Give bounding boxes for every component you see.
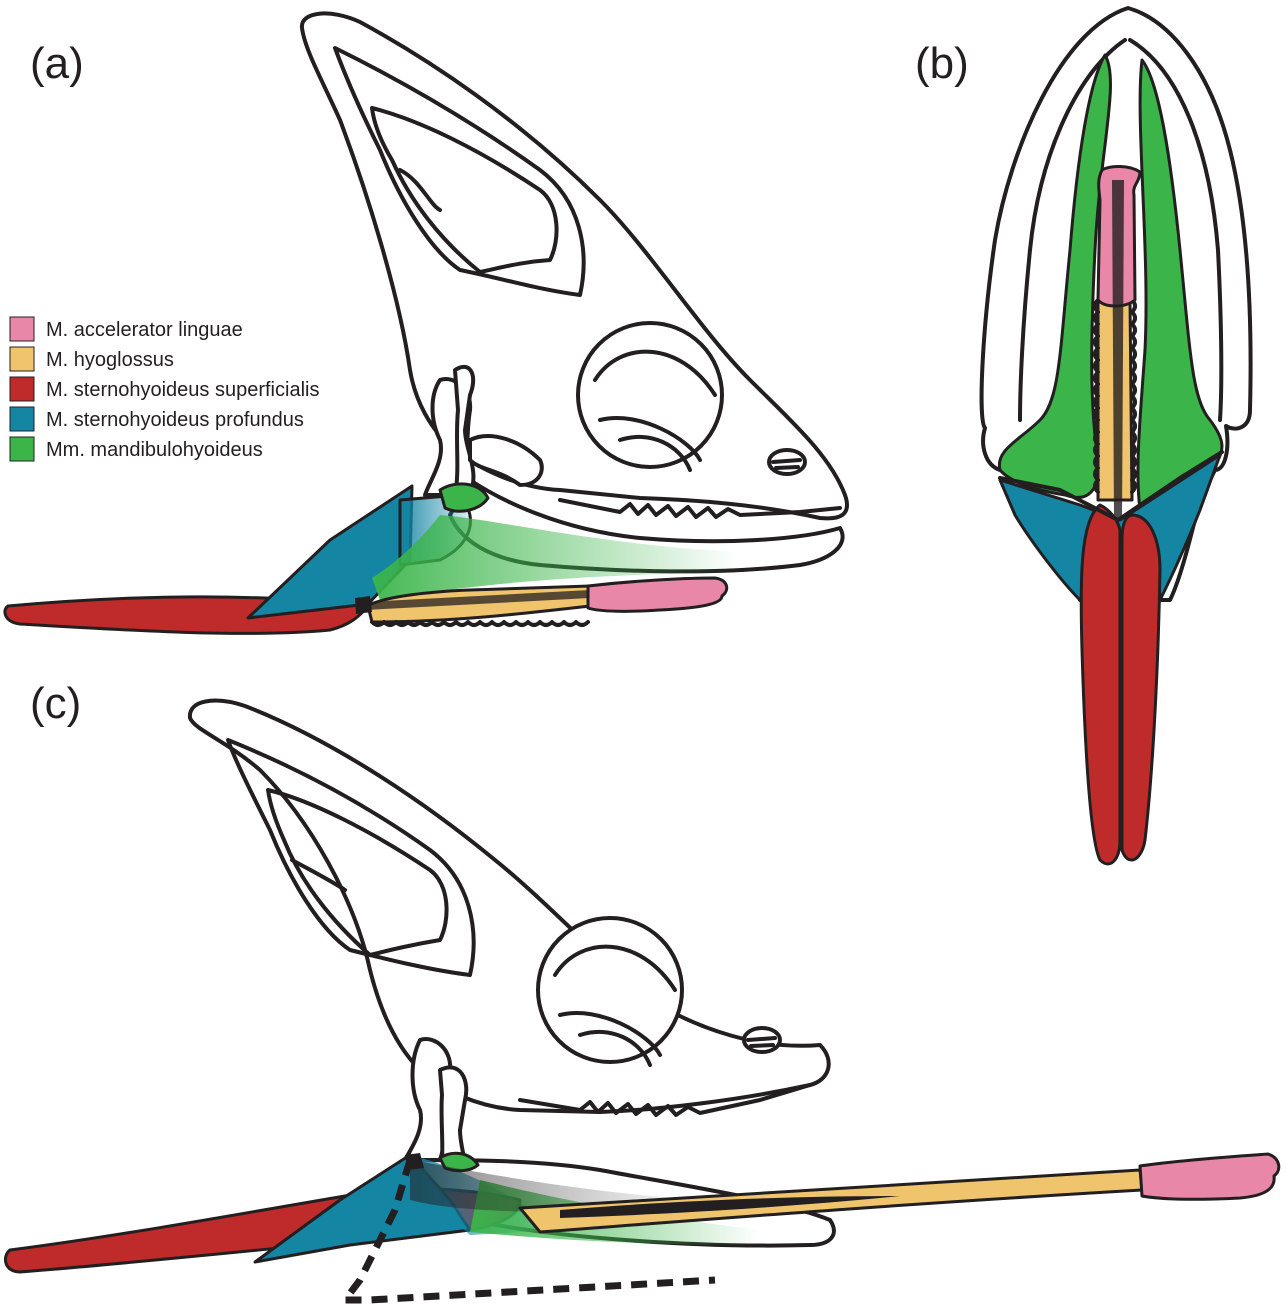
orbit-a [576, 321, 724, 469]
legend-swatch [9, 346, 35, 372]
legend-label: M. sternohyoideus profundus [46, 409, 304, 431]
legend-swatch [9, 316, 35, 342]
skull-casque-c [187, 698, 831, 1114]
hyoid-horns-b [998, 450, 1224, 522]
legend-swatch [9, 376, 35, 402]
mandibulohyoideus-a [438, 482, 490, 513]
panel-label-b: (b) [915, 39, 969, 88]
mandibulohyoideus-left-b [997, 53, 1112, 499]
panel-label-a: (a) [30, 39, 84, 88]
orbit-c [536, 916, 684, 1064]
hyoid-body-a [355, 596, 372, 614]
hyoid-horn-a [468, 434, 544, 487]
orbit-inner-a [593, 349, 717, 472]
sternohyoideus-superficialis-right-b [1120, 513, 1162, 862]
casque-inner-fenestra-a [370, 106, 559, 274]
hyoglossus-scallop-left-b [1093, 298, 1100, 494]
entoglossal-process-a [365, 590, 590, 610]
legend: M. accelerator linguae M. hyoglossus M. … [9, 316, 319, 462]
maxilla-teeth-a [558, 498, 842, 519]
panel-label-c: (c) [30, 679, 81, 728]
panel-c: (c) [3, 679, 1281, 1304]
legend-swatch [9, 406, 35, 432]
casque-fenestra-a [333, 46, 586, 297]
entoglossal-process-b [1112, 180, 1124, 520]
mandibulohyoideus-fade-a [372, 515, 740, 600]
sternohyoideus-superficialis-left-b [1079, 503, 1122, 866]
legend-label: M. sternohyoideus superficialis [46, 379, 319, 401]
pterygoid-a [453, 364, 476, 497]
hyoglossus-scallop-a [370, 620, 590, 627]
skull-inner-b [1018, 38, 1224, 422]
entoglossal-process-c [560, 1196, 900, 1218]
skull-casque-a [300, 11, 849, 521]
legend-label: M. accelerator linguae [46, 319, 243, 341]
casque-inner-fenestra-c [266, 788, 449, 957]
nostril-inner-a [771, 458, 802, 470]
accelerator-linguae-a [586, 576, 729, 613]
casque-fenestra-c [226, 738, 476, 977]
hyoglossus-scallop-right-b [1130, 298, 1137, 494]
retracted-structure-overlay-c [410, 1160, 700, 1213]
legend-swatch [9, 436, 35, 462]
hyoid-body-c [405, 1153, 424, 1170]
legend-label: Mm. mandibulohyoideus [46, 439, 263, 461]
legend-label: M. hyoglossus [46, 349, 174, 371]
resting-position-dashed-outline [338, 1158, 716, 1304]
panel-a: (a) [3, 11, 849, 635]
nostril-inner-c [746, 1036, 777, 1048]
accelerator-linguae-c [1138, 1152, 1281, 1201]
orbit-inner-c [553, 944, 677, 1067]
maxilla-teeth-c [518, 1083, 812, 1117]
panel-b: (b) [915, 6, 1253, 866]
